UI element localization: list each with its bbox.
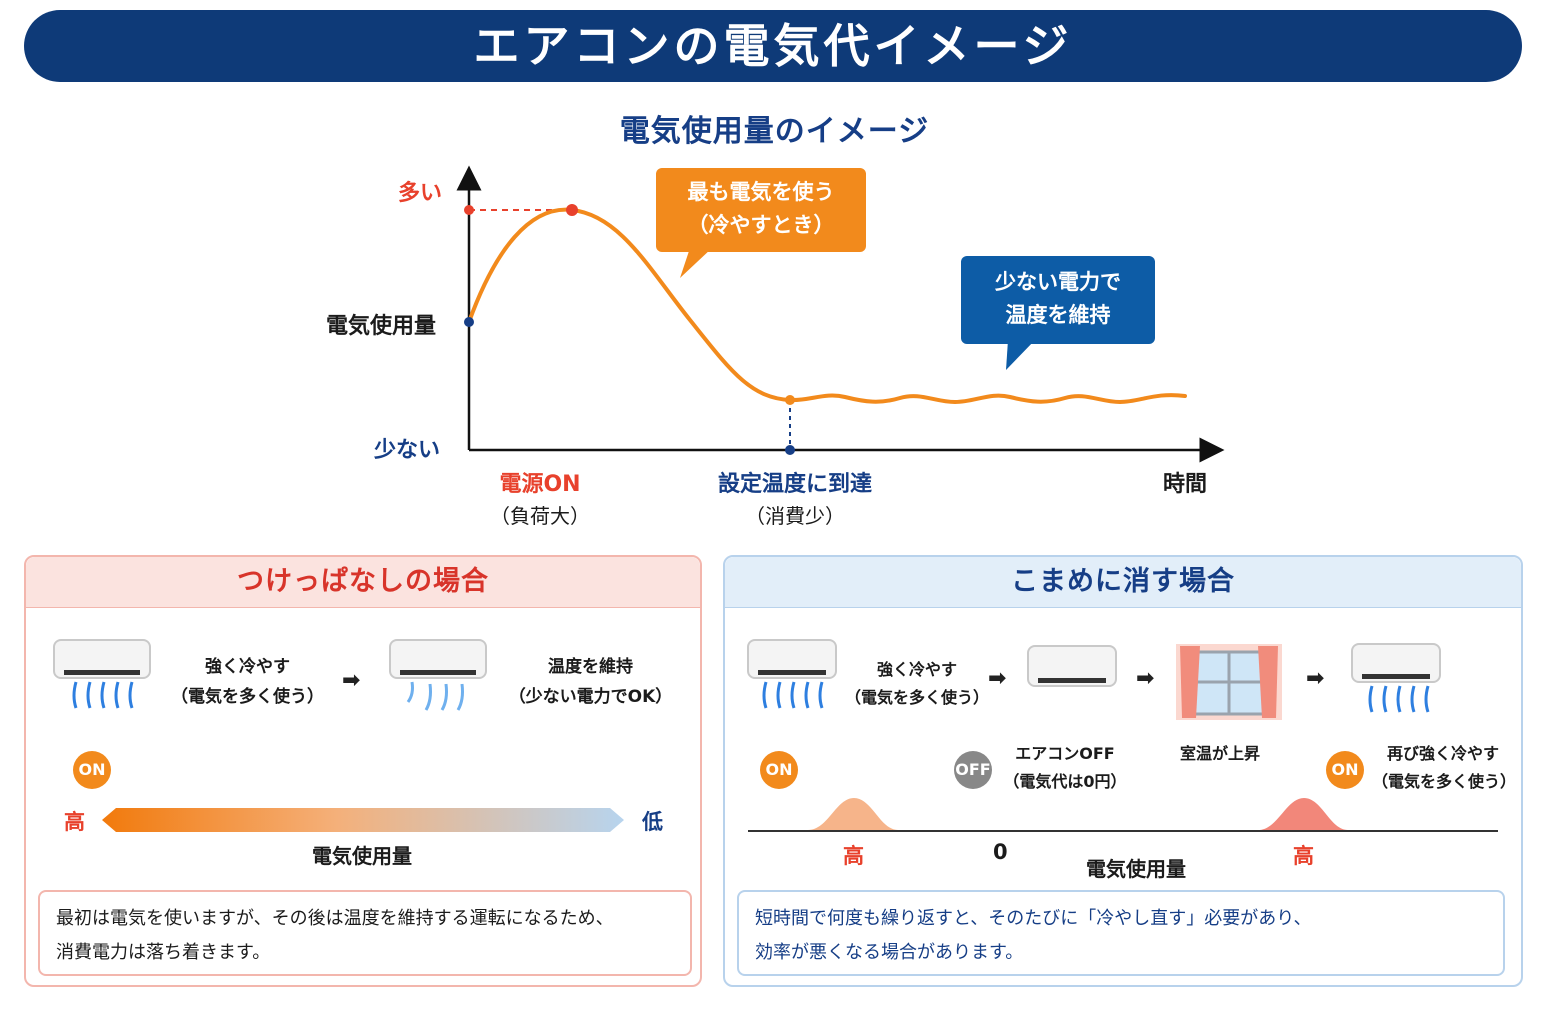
target-reached-note: （消費少） xyxy=(745,504,845,528)
right-step1-line1: 強く冷やす xyxy=(876,660,957,679)
left-panel-title: つけっぱなしの場合 xyxy=(26,557,700,608)
callout-low-line2: 温度を維持 xyxy=(1005,303,1111,327)
right-step4: 再び強く冷やす （電気を多く使う） xyxy=(1372,740,1517,796)
ac-unit-strong-icon xyxy=(53,639,151,709)
left-note-line1: 最初は電気を使いますが、その後は温度を維持する運転になるため、 xyxy=(56,908,614,929)
right-step2-line1: エアコンOFF xyxy=(1015,744,1115,763)
chart-title: 電気使用量のイメージ xyxy=(619,114,930,149)
off-badge: OFF xyxy=(954,751,992,789)
right-usage-baseline xyxy=(748,798,1498,832)
gradient-high-label: 高 xyxy=(64,810,85,834)
level-high-label-2: 高 xyxy=(1293,844,1314,868)
on-badge: ON xyxy=(73,751,111,789)
right-note: 短時間で何度も繰り返すと、そのたびに「冷やし直す」必要があり、 効率が悪くなる場… xyxy=(737,890,1505,976)
right-axis-label: 電気使用量 xyxy=(1086,857,1186,881)
right-step4-line2: （電気を多く使う） xyxy=(1372,772,1517,791)
level-high-label: 高 xyxy=(843,844,864,868)
peak-point xyxy=(566,204,578,216)
callout-high-line1: 最も電気を使う xyxy=(687,180,835,204)
target-point xyxy=(785,395,795,405)
right-panel-title: こまめに消す場合 xyxy=(725,557,1521,608)
y-axis-label: 電気使用量 xyxy=(326,314,437,339)
callout-low: 少ない電力で 温度を維持 xyxy=(961,256,1155,344)
power-on-note: （負荷大） xyxy=(490,504,590,528)
level-zero-label: 0 xyxy=(993,840,1008,864)
usage-gradient-bar xyxy=(102,808,624,832)
right-note-line2: 効率が悪くなる場合があります。 xyxy=(755,942,1024,963)
left-step1-line1: 強く冷やす xyxy=(205,657,290,677)
right-step2-line2: （電気代は0円） xyxy=(1003,772,1127,791)
left-step1: 強く冷やす （電気を多く使う） xyxy=(160,652,335,712)
right-step1-line2: （電気を多く使う） xyxy=(844,688,989,707)
start-point xyxy=(464,317,474,327)
right-note-line1: 短時間で何度も繰り返すと、そのたびに「冷やし直す」必要があり、 xyxy=(755,908,1312,929)
callout-high-line2: （冷やすとき） xyxy=(687,213,835,237)
y-low-label: 少ない xyxy=(374,438,441,463)
arrow-right-icon: ➡ xyxy=(1306,666,1325,691)
left-note-line2: 消費電力は落ち着きます。 xyxy=(56,942,271,963)
callout-low-line1: 少ない電力で xyxy=(995,270,1121,294)
window-warm-icon xyxy=(1176,644,1282,720)
callout-high: 最も電気を使う （冷やすとき） xyxy=(656,168,866,252)
left-step1-line2: （電気を多く使う） xyxy=(171,687,324,707)
gradient-low-label: 低 xyxy=(642,810,663,834)
y-high-point xyxy=(464,205,474,215)
arrow-right-icon: ➡ xyxy=(1136,666,1155,691)
left-step2-line1: 温度を維持 xyxy=(548,657,633,677)
right-step2: エアコンOFF （電気代は0円） xyxy=(1000,740,1130,796)
left-gradient-axis-label: 電気使用量 xyxy=(312,844,412,868)
callout-low-tail xyxy=(1006,340,1035,370)
ac-unit-maintain-icon xyxy=(389,639,487,711)
ac-unit-off-icon xyxy=(1027,645,1117,687)
left-note: 最初は電気を使いますが、その後は温度を維持する運転になるため、 消費電力は落ち着… xyxy=(38,890,692,976)
callout-high-tail xyxy=(680,248,712,278)
left-step2-line2: （少ない電力でOK） xyxy=(508,687,673,707)
target-x-point xyxy=(785,445,795,455)
page-title: エアコンの電気代イメージ xyxy=(473,19,1073,73)
usage-chart xyxy=(456,165,1225,463)
arrow-right-icon: ➡ xyxy=(342,668,361,693)
right-step3: 室温が上昇 xyxy=(1179,744,1260,763)
on-badge: ON xyxy=(1326,751,1364,789)
right-step4-line1: 再び強く冷やす xyxy=(1386,744,1499,763)
arrow-right-icon: ➡ xyxy=(988,666,1007,691)
on-badge: ON xyxy=(760,751,798,789)
page-title-banner: エアコンの電気代イメージ xyxy=(24,10,1522,82)
power-on-label: 電源ON xyxy=(499,472,581,497)
right-step1: 強く冷やす （電気を多く使う） xyxy=(842,656,992,712)
usage-curve xyxy=(467,207,1187,405)
ac-unit-strong-icon xyxy=(747,639,837,709)
x-axis-label: 時間 xyxy=(1163,472,1208,497)
y-high-label: 多い xyxy=(398,181,443,206)
ac-unit-restart-icon xyxy=(1351,643,1441,713)
target-reached-label: 設定温度に到達 xyxy=(717,472,872,497)
left-step2: 温度を維持 （少ない電力でOK） xyxy=(498,652,683,712)
